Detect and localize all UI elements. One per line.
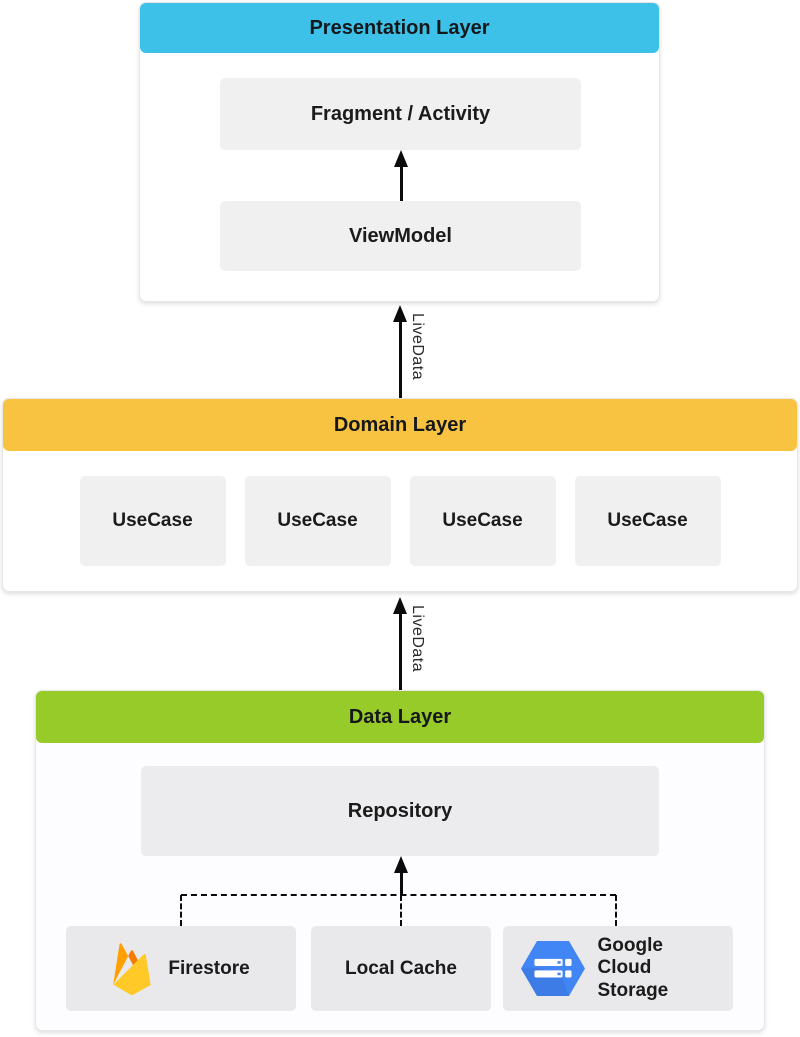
local-cache-box: Local Cache bbox=[311, 926, 491, 1011]
usecase-row: UseCase UseCase UseCase UseCase bbox=[3, 476, 797, 566]
dashed-connector-gcs bbox=[615, 895, 617, 926]
firebase-icon bbox=[113, 942, 152, 995]
livedata-arrow-shaft bbox=[399, 320, 402, 398]
livedata-arrow-up-icon bbox=[393, 305, 407, 322]
local-cache-label: Local Cache bbox=[345, 957, 457, 979]
usecase-label: UseCase bbox=[277, 510, 358, 531]
domain-layer-title: Domain Layer bbox=[333, 413, 467, 436]
google-cloud-storage-label: Google Cloud Storage bbox=[597, 934, 669, 1001]
firestore-box: Firestore bbox=[66, 926, 296, 1011]
google-cloud-storage-box: Google Cloud Storage bbox=[503, 926, 733, 1011]
usecase-box: UseCase bbox=[409, 476, 556, 566]
data-layer-header: Data Layer bbox=[36, 691, 764, 743]
repository-box: Repository bbox=[141, 766, 659, 856]
dashed-connector-horizontal bbox=[181, 894, 616, 896]
livedata-label-lower: LiveData bbox=[409, 605, 426, 673]
domain-layer-card: Domain Layer UseCase UseCase UseCase Use… bbox=[2, 398, 798, 592]
data-layer-title: Data Layer bbox=[348, 705, 452, 728]
arrow-up-icon bbox=[394, 150, 408, 167]
usecase-box: UseCase bbox=[244, 476, 391, 566]
dashed-connector-firestore bbox=[180, 895, 182, 926]
livedata-arrow-shaft bbox=[399, 612, 402, 690]
arrow-up-icon bbox=[394, 856, 408, 873]
arrow-up-shaft bbox=[400, 871, 403, 895]
firestore-label: Firestore bbox=[168, 957, 250, 979]
fragment-activity-box: Fragment / Activity bbox=[220, 78, 581, 150]
data-layer-card: Data Layer Repository Firestore Local Ca… bbox=[35, 690, 765, 1031]
presentation-layer-card: Presentation Layer Fragment / Activity V… bbox=[139, 2, 660, 302]
viewmodel-label: ViewModel bbox=[349, 224, 452, 247]
usecase-label: UseCase bbox=[607, 510, 688, 531]
arrow-up-shaft bbox=[400, 165, 403, 201]
domain-layer-header: Domain Layer bbox=[3, 399, 797, 451]
usecase-box: UseCase bbox=[574, 476, 721, 566]
livedata-label-upper: LiveData bbox=[409, 313, 426, 381]
google-cloud-storage-icon bbox=[520, 941, 585, 996]
dashed-connector-localcache bbox=[400, 895, 402, 926]
viewmodel-box: ViewModel bbox=[220, 201, 581, 271]
livedata-arrow-up-icon bbox=[393, 597, 407, 614]
usecase-label: UseCase bbox=[112, 510, 193, 531]
usecase-box: UseCase bbox=[79, 476, 226, 566]
usecase-label: UseCase bbox=[442, 510, 523, 531]
presentation-layer-title: Presentation Layer bbox=[309, 16, 490, 39]
repository-label: Repository bbox=[347, 799, 453, 822]
fragment-activity-label: Fragment / Activity bbox=[310, 102, 491, 125]
presentation-layer-header: Presentation Layer bbox=[140, 3, 659, 53]
